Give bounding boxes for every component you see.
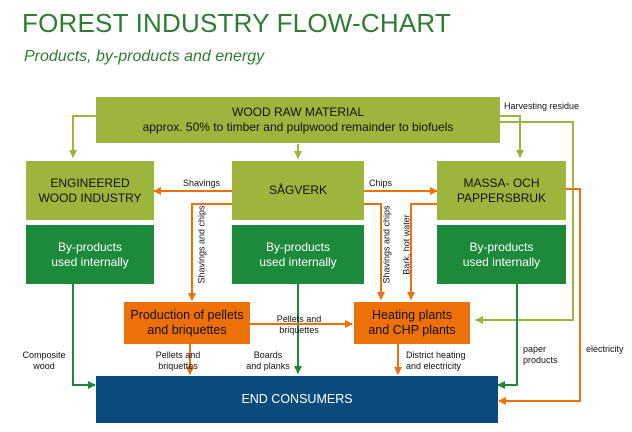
label-line: Pellets and — [276, 314, 322, 324]
label-line: and electricity — [406, 361, 462, 371]
arrow-composite-wood — [72, 284, 96, 389]
node-wood-raw-material: WOOD RAW MATERIAL approx. 50% to timber … — [96, 97, 500, 143]
label-line: products — [523, 355, 558, 365]
node-byproducts-sagverk: By-products used internally — [232, 225, 364, 284]
arrow-paper-products — [497, 284, 518, 389]
label-shavings-and-chips-left: Shavings and chips — [196, 205, 207, 284]
node-label: and briquettes — [147, 323, 227, 337]
node-label: used internally — [259, 254, 337, 269]
label-composite-wood: Composite wood — [18, 350, 70, 372]
page-subtitle: Products, by-products and energy — [24, 48, 265, 65]
label-shavings: Shavings — [183, 178, 221, 188]
node-label: and CHP plants — [368, 323, 456, 337]
label-harvesting-residue: Harvesting residue — [504, 101, 580, 111]
label-line: briquettes — [279, 325, 319, 335]
arrow-shavings-chips-right — [364, 203, 385, 300]
label-pellets-briquettes-consumers: Pellets and briquettes — [152, 350, 204, 372]
page-title: FOREST INDUSTRY FLOW-CHART — [22, 8, 451, 38]
node-label: WOOD RAW MATERIAL — [232, 105, 364, 119]
label-shavings-and-chips-right: Shavings and chips — [381, 205, 392, 284]
arrow-bark-hot-water — [407, 203, 437, 300]
node-heating-plants: Heating plants and CHP plants — [354, 302, 470, 344]
label-line: wood — [33, 361, 55, 371]
label-electricity: electricity — [586, 344, 624, 354]
node-label: WOOD INDUSTRY — [38, 190, 142, 205]
label-line: Pellets and — [155, 350, 201, 360]
label-bark-hot-water: Bark, hot water — [401, 214, 412, 275]
node-label: By-products — [469, 239, 534, 254]
label-line: paper — [523, 344, 547, 354]
label-boards-and-planks: Boards and planks — [242, 350, 294, 372]
node-label: By-products — [57, 239, 123, 254]
node-label: ENGINEERED — [50, 175, 130, 190]
label-chips: Chips — [369, 178, 393, 188]
node-massa-och-pappersbruk: MASSA- OCH PAPPERSBRUK — [437, 161, 566, 220]
node-pellets-production: Production of pellets and briquettes — [124, 302, 250, 344]
label-line: Composite — [22, 350, 66, 360]
node-byproducts-massa: By-products used internally — [437, 225, 566, 284]
arrow-shavings-chips-left — [188, 203, 232, 301]
node-byproducts-engineered: By-products used internally — [26, 225, 154, 284]
node-label: Production of pellets — [130, 308, 244, 322]
label-line: and planks — [246, 361, 290, 371]
label-district-heating: District heating and electricity — [406, 350, 476, 372]
arrow-raw-to-massa — [500, 115, 524, 158]
label-line: District heating — [406, 350, 466, 360]
label-paper-products: paper products — [523, 344, 568, 366]
label-line: briquettes — [158, 361, 198, 371]
arrow-raw-to-engineered — [69, 115, 96, 158]
node-engineered-wood-industry: ENGINEERED WOOD INDUSTRY — [26, 161, 154, 220]
node-label: END CONSUMERS — [241, 392, 353, 406]
node-label: used internally — [462, 254, 541, 269]
label-pellets-briquettes-transfer: Pellets and briquettes — [274, 314, 324, 336]
node-label: PAPPERSBRUK — [456, 190, 547, 205]
node-label: SÅGVERK — [268, 183, 328, 197]
node-label: approx. 50% to timber and pulpwood remai… — [142, 120, 454, 134]
label-line: Boards — [253, 350, 283, 360]
node-label: MASSA- OCH — [463, 175, 540, 190]
node-label: Heating plants — [372, 308, 452, 322]
arrow-harvesting-residue — [475, 121, 574, 324]
node-label: used internally — [51, 254, 129, 269]
node-sagverk: SÅGVERK — [232, 161, 364, 220]
node-end-consumers: END CONSUMERS — [96, 376, 498, 423]
node-label: By-products — [265, 239, 331, 254]
arrow-electricity — [498, 188, 581, 405]
